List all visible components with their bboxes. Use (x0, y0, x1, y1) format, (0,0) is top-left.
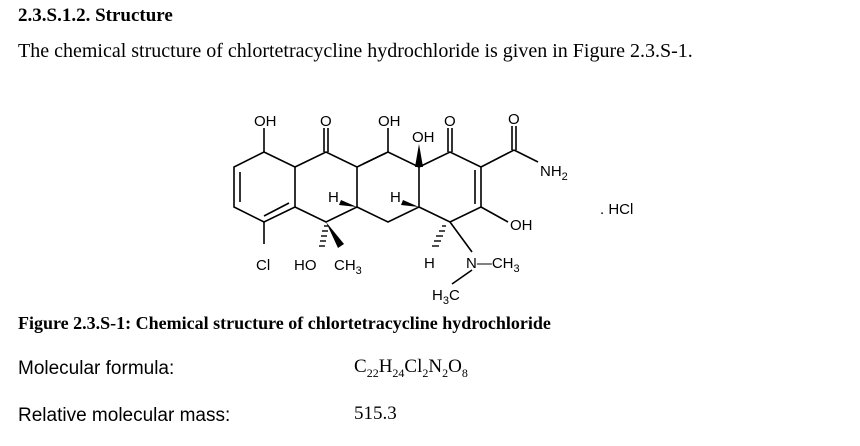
relative-molecular-mass-value: 515.3 (354, 403, 397, 424)
label-o-top-2: O (444, 113, 456, 130)
label-ho: HO (294, 257, 317, 274)
molecular-formula-label: Molecular formula: (18, 358, 175, 379)
label-nh2: NH2 (540, 163, 568, 183)
relative-molecular-mass-label: Relative molecular mass: (18, 405, 231, 426)
section-heading: 2.3.S.1.2. Structure (18, 5, 173, 26)
chemical-structure-diagram: OH O OH OH O O NH2 . HCl H H OH Cl HO CH… (233, 111, 633, 307)
figure-caption: Figure 2.3.S-1: Chemical structure of ch… (18, 313, 551, 333)
label-h3c: H3C (432, 287, 460, 307)
label-cl: Cl (256, 257, 270, 274)
label-o-top-1: O (320, 113, 332, 130)
label-h-mid: H (390, 189, 401, 206)
label-oh-top-inner: OH (412, 129, 435, 146)
label-oh-top-mid: OH (378, 113, 401, 130)
label-h-left: H (328, 189, 339, 206)
label-hcl: . HCl (600, 201, 633, 218)
label-ch3-left: CH3 (334, 257, 362, 277)
label-oh-top-left: OH (254, 113, 277, 130)
label-n-ch3: N—CH3 (466, 255, 520, 275)
label-oh-right: OH (510, 217, 533, 234)
bond-lines (233, 126, 539, 285)
hashed-bonds (319, 225, 446, 247)
intro-paragraph: The chemical structure of chlortetracycl… (18, 40, 693, 62)
label-h-lower: H (424, 255, 435, 272)
wedge-bonds (326, 144, 423, 248)
molecular-formula-value: C22H24Cl2N2O8 (354, 356, 468, 380)
label-o-top-3: O (508, 111, 520, 128)
